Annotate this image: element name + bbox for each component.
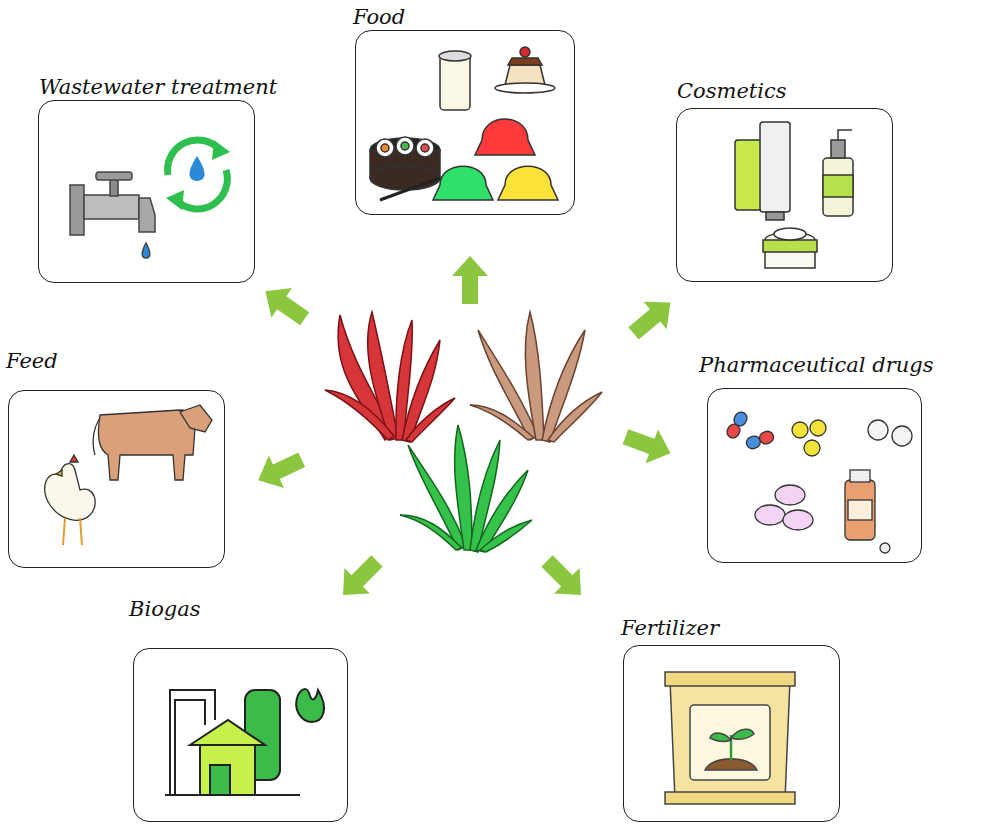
recycle-icon [166,140,230,210]
green-seaweed [400,425,532,552]
box-heading: Biogas [129,597,201,621]
application-box: Wastewater treatment [38,100,255,283]
application-box: Biogas [133,648,348,822]
box-heading: Cosmetics [677,79,787,103]
box-heading: Wastewater treatment [39,75,277,99]
arrows [251,256,682,608]
chicken-icon [45,455,95,545]
red-seaweed [325,312,455,442]
cosmetics-icons [735,122,853,268]
cow-icon [93,405,212,480]
application-box: Cosmetics [676,108,893,282]
application-box: Food [355,30,575,215]
box-heading: Fertilizer [621,616,719,640]
application-box: Fertilizer [623,645,840,822]
pharma-icons [725,410,912,553]
fertilizer-bag-icon [665,672,795,804]
box-heading: Pharmaceutical drugs [699,353,933,377]
faucet-icon [70,172,155,258]
box-heading: Food [353,5,405,29]
application-box: Feed [8,390,225,568]
food-icons [370,47,558,200]
brown-seaweed [470,312,602,442]
application-box: Pharmaceutical drugs [707,388,922,563]
box-heading: Feed [6,349,58,373]
biogas-plant-icon [165,689,324,795]
